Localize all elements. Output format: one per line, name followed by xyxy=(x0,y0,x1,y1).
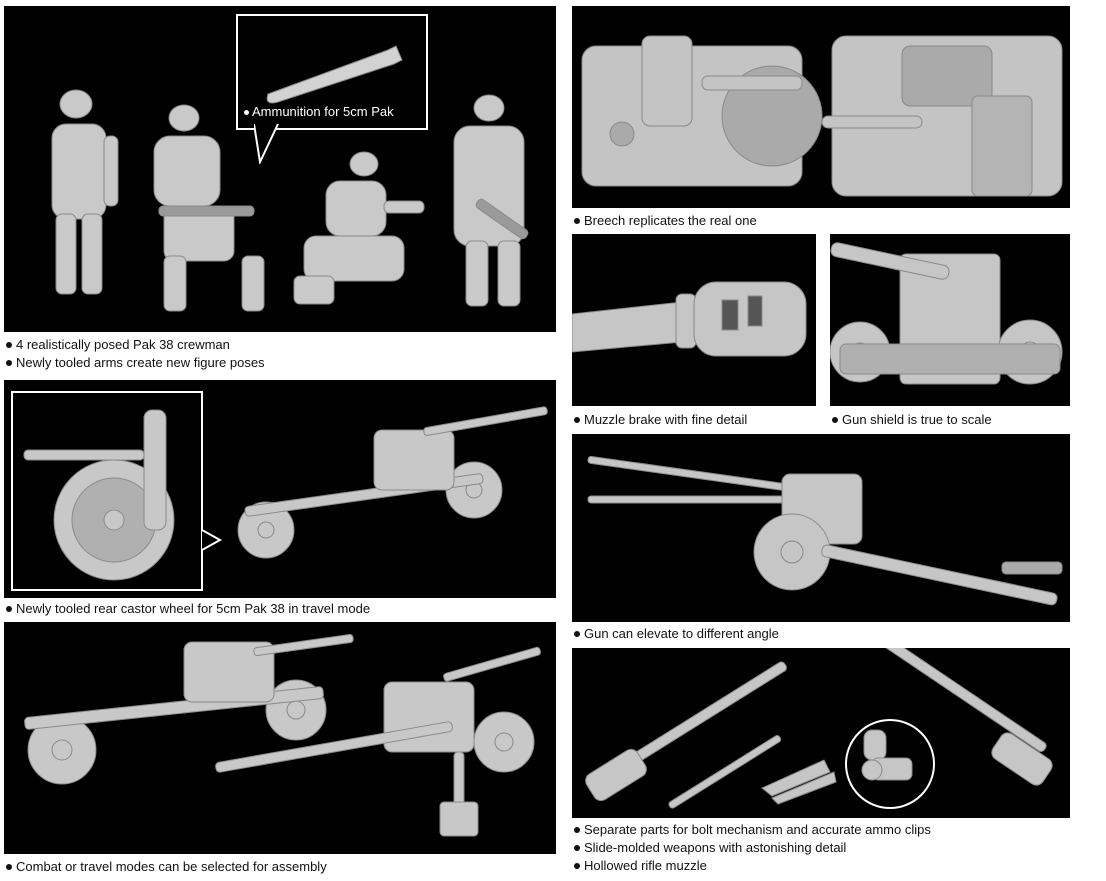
crew-caption-1: 4 realistically posed Pak 38 crewman xyxy=(6,336,230,354)
gun-shield-image xyxy=(830,234,1070,406)
breech-illustration xyxy=(581,35,1063,197)
ammunition-shell-illustration xyxy=(266,45,403,104)
gun-shield-illustration xyxy=(830,242,1063,385)
crew-figures-illustration xyxy=(51,89,529,312)
castor-caption: Newly tooled rear castor wheel for 5cm P… xyxy=(6,600,370,618)
gun-elevation-image xyxy=(572,434,1070,622)
muzzle-brake-illustration xyxy=(572,281,807,357)
combat-travel-modes-illustration xyxy=(24,634,542,837)
elevate-caption: Gun can elevate to different angle xyxy=(574,625,779,643)
castor-wheel-illustration xyxy=(11,391,548,591)
shield-caption: Gun shield is true to scale xyxy=(832,411,992,429)
crew-figures-image: Ammunition for 5cm Pak xyxy=(4,6,556,332)
weapons-image xyxy=(572,648,1070,818)
weapons-caption-2: Slide-molded weapons with astonishing de… xyxy=(574,839,846,857)
castor-wheel-image xyxy=(4,380,556,598)
ammo-callout-label: Ammunition for 5cm Pak xyxy=(244,104,394,119)
muzzle-caption: Muzzle brake with fine detail xyxy=(574,411,747,429)
weapons-caption-3: Hollowed rifle muzzle xyxy=(574,857,707,875)
weapons-illustration xyxy=(585,648,1053,809)
breech-image xyxy=(572,6,1070,208)
muzzle-brake-image xyxy=(572,234,816,406)
ammo-callout-box: Ammunition for 5cm Pak xyxy=(236,14,428,130)
crew-caption-2: Newly tooled arms create new figure pose… xyxy=(6,354,265,372)
callout-pointer xyxy=(254,124,279,164)
modes-caption: Combat or travel modes can be selected f… xyxy=(6,858,327,876)
breech-caption: Breech replicates the real one xyxy=(574,212,757,230)
weapons-caption-1: Separate parts for bolt mechanism and ac… xyxy=(574,821,931,839)
gun-elevation-illustration xyxy=(587,455,1063,606)
combat-travel-modes-image xyxy=(4,622,556,854)
